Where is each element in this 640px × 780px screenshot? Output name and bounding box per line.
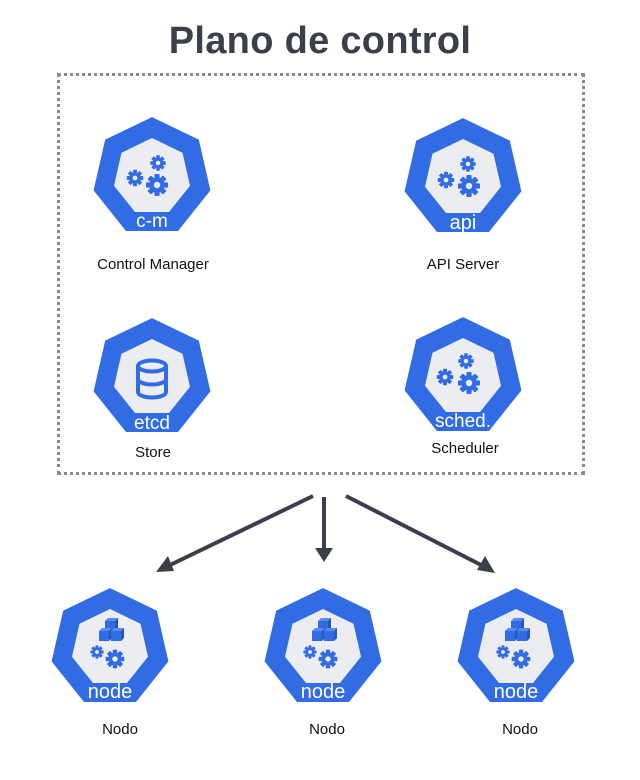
badge-api: api [450, 212, 477, 234]
store-component: etcd [91, 315, 213, 434]
caption-node-3: Nodo [502, 721, 538, 738]
arrowhead-node-3 [477, 556, 495, 573]
arrowhead-node-1 [156, 556, 174, 572]
page-title: Plano de control [168, 20, 472, 62]
control-plane-box [57, 73, 585, 475]
caption-scheduler: Scheduler [431, 440, 499, 457]
database-icon [136, 358, 168, 400]
caption-api-server: API Server [426, 256, 500, 273]
arrows [156, 494, 495, 573]
caption-store: Store [135, 444, 171, 461]
control-manager-component: c-m [91, 114, 213, 233]
arrow-to-node-1 [167, 494, 314, 568]
badge-sched: sched. [435, 411, 491, 432]
badge-c-m: c-m [136, 211, 168, 232]
badge-node: node [88, 681, 133, 703]
arrow-to-node-3 [345, 494, 484, 568]
caption-control-manager: Control Manager [97, 256, 209, 273]
node-1-component: node [49, 585, 171, 704]
arrowhead-node-2 [315, 548, 333, 562]
node-3-component: node [455, 585, 577, 704]
badge-etcd: etcd [134, 413, 170, 434]
badge-node: node [494, 681, 539, 703]
api-server-component: api [402, 115, 524, 234]
badge-node: node [301, 681, 346, 703]
node-2-component: node [262, 585, 384, 704]
caption-node-1: Nodo [102, 721, 138, 738]
caption-node-2: Nodo [309, 721, 345, 738]
scheduler-component: sched. [402, 314, 524, 433]
